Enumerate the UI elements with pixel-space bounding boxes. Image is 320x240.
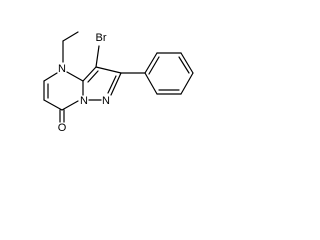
phenyl-bond-4 (180, 72, 194, 95)
bond-c6-c7 (43, 99, 63, 111)
molecule-svg: N Br N N O (43, 31, 194, 134)
bond-c2-n1 (110, 72, 122, 96)
phenyl-bond-1-inner (148, 56, 160, 75)
structure-diagram: N Br N N O (0, 0, 209, 144)
bond-c2-n1-inner (107, 75, 117, 94)
bond-n4-c5 (43, 72, 58, 82)
phenyl-bond-6 (144, 72, 158, 95)
bond-n4-c3a (66, 71, 84, 82)
bond-c3a-c3 (82, 66, 97, 82)
bond-c7-n7a (61, 100, 79, 111)
phenyl-bond-3-inner (178, 56, 190, 74)
bond-ethyl-methyl (62, 31, 79, 42)
atom-label-o: O (58, 122, 67, 134)
bond-c3-c2 (95, 66, 122, 74)
atom-label-n7a: N (80, 95, 88, 107)
atom-label-n1: N (102, 95, 110, 107)
atom-labels: N Br N N O (58, 32, 110, 134)
bond-c3-br (95, 45, 100, 68)
atom-label-n4: N (58, 63, 66, 75)
phenyl-bond-1 (144, 52, 158, 74)
phenyl-bond-3 (180, 52, 194, 74)
bond-c3a-c3-inner (87, 70, 99, 83)
bonds (43, 31, 194, 123)
atom-label-br: Br (96, 32, 107, 44)
